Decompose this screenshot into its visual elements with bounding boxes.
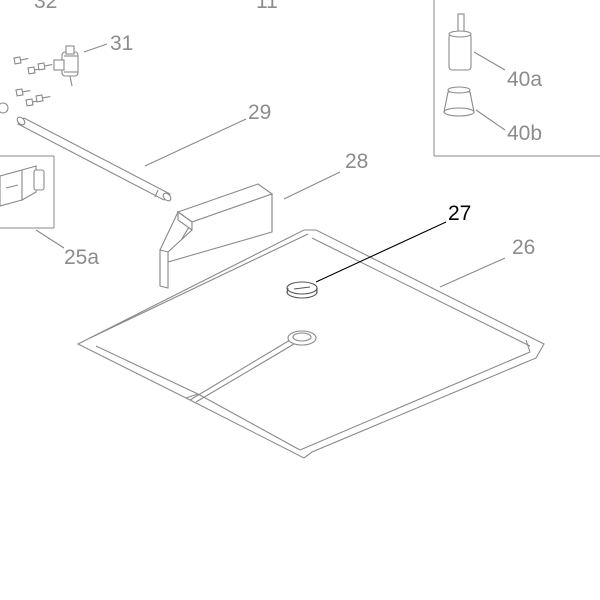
leader-27	[315, 221, 447, 283]
leader-25a	[35, 229, 65, 249]
callout-26: 26	[512, 236, 535, 259]
leader-31	[83, 43, 108, 53]
callout-28: 28	[345, 150, 368, 173]
leader-40a	[473, 51, 506, 71]
part-40a-pin	[448, 13, 472, 71]
part-29-rod	[16, 116, 172, 202]
leader-26	[439, 257, 506, 288]
leader-40b	[475, 109, 506, 131]
part-26-plate	[76, 229, 545, 459]
callout-40b: 40b	[507, 122, 542, 145]
callout-40a: 40a	[507, 68, 542, 91]
callout-27: 27	[448, 202, 471, 225]
part-31-fitting	[53, 45, 79, 87]
leader-29	[144, 118, 247, 167]
inset-frame	[433, 0, 600, 157]
part-25a-component	[0, 155, 55, 229]
part-27-cap	[286, 281, 318, 299]
callout-29: 29	[248, 101, 271, 124]
callout-11: 11	[256, 0, 278, 13]
callout-31: 31	[110, 32, 133, 55]
screws	[0, 56, 53, 114]
part-28-bracket	[159, 183, 274, 289]
part-40b-cap	[443, 86, 475, 117]
callout-32: 32	[34, 0, 57, 13]
leader-28	[283, 171, 341, 200]
callout-25a: 25a	[64, 246, 99, 269]
